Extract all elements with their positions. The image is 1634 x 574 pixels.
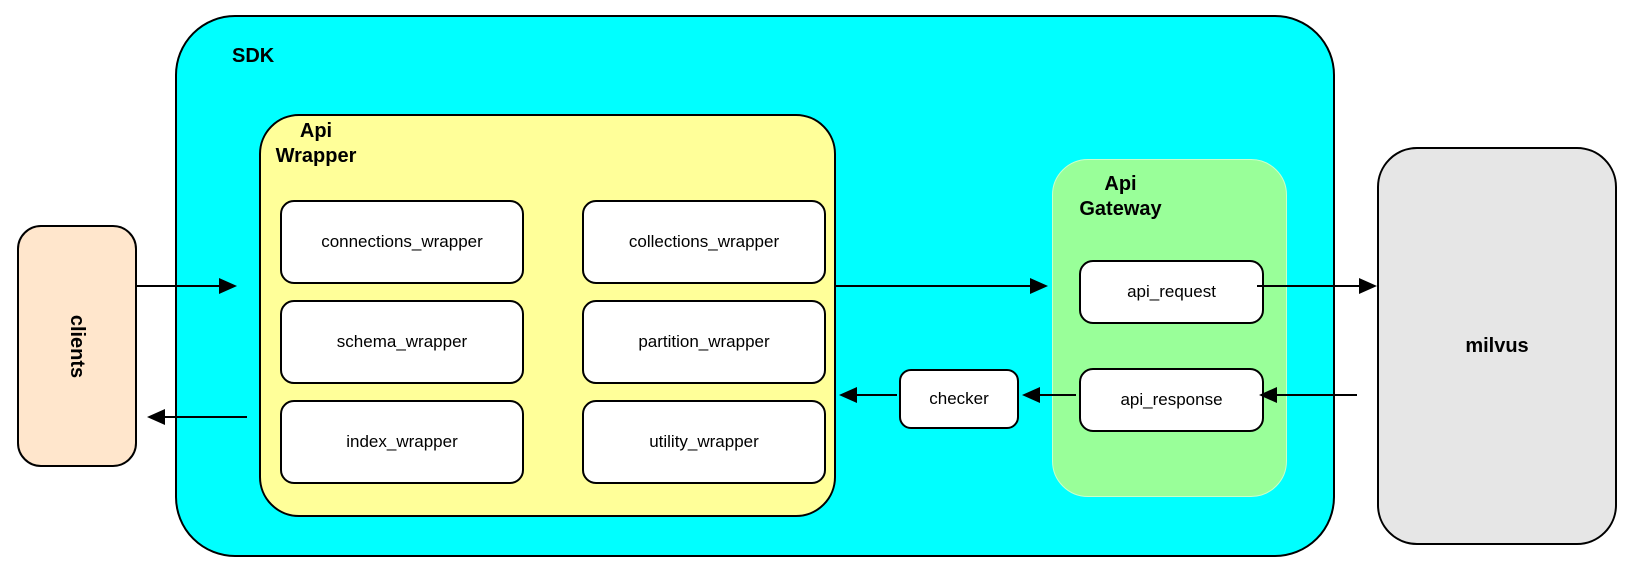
- arrow-checker-to-wrapper-line: [857, 394, 897, 396]
- utility-wrapper-node: utility_wrapper: [582, 400, 826, 484]
- api-gateway-label-line2: Gateway: [1079, 198, 1162, 220]
- sdk-label: SDK: [232, 45, 275, 67]
- api-response-label: api_response: [1120, 390, 1223, 409]
- partition-wrapper-node: partition_wrapper: [582, 300, 826, 384]
- arrow-sdk-to-clients-line: [165, 416, 247, 418]
- index-wrapper-node: index_wrapper: [280, 400, 524, 484]
- arrow-milvus-to-response-head-icon: [1259, 387, 1277, 403]
- api-gateway-label: Api Gateway: [1063, 172, 1178, 222]
- api-response-node: api_response: [1079, 368, 1264, 432]
- collections-wrapper-node: collections_wrapper: [582, 200, 826, 284]
- api-wrapper-label: Api Wrapper: [270, 119, 362, 169]
- arrow-request-to-milvus-line: [1257, 285, 1361, 287]
- arrow-wrapper-to-gateway-line: [835, 285, 1031, 287]
- api-gateway-label-line1: Api: [1104, 173, 1137, 195]
- clients-label: clients: [66, 314, 89, 378]
- collections-wrapper-label: collections_wrapper: [628, 232, 780, 251]
- checker-label: checker: [929, 389, 989, 408]
- arrow-request-to-milvus-head-icon: [1359, 278, 1377, 294]
- api-wrapper-container: Api Wrapper connections_wrapper collecti…: [259, 114, 836, 517]
- milvus-node: milvus: [1377, 147, 1617, 545]
- arrow-checker-to-wrapper-head-icon: [839, 387, 857, 403]
- checker-node: checker: [899, 369, 1019, 429]
- utility-wrapper-label: utility_wrapper: [649, 432, 759, 451]
- arrow-response-to-checker-head-icon: [1022, 387, 1040, 403]
- api-wrapper-label-line2: Wrapper: [275, 145, 357, 167]
- partition-wrapper-label: partition_wrapper: [638, 332, 770, 351]
- milvus-label: milvus: [1465, 334, 1529, 357]
- connections-wrapper-label: connections_wrapper: [321, 232, 483, 251]
- clients-node: clients: [17, 225, 137, 467]
- index-wrapper-label: index_wrapper: [346, 432, 458, 451]
- schema-wrapper-node: schema_wrapper: [280, 300, 524, 384]
- api-wrapper-label-line1: Api: [299, 120, 333, 142]
- schema-wrapper-label: schema_wrapper: [336, 332, 468, 351]
- arrow-sdk-to-clients-head-icon: [147, 409, 165, 425]
- arrow-milvus-to-response-line: [1277, 394, 1357, 396]
- arrow-wrapper-to-gateway-head-icon: [1030, 278, 1048, 294]
- arrow-clients-to-sdk-line: [137, 285, 221, 287]
- connections-wrapper-node: connections_wrapper: [280, 200, 524, 284]
- api-request-label: api_request: [1127, 282, 1216, 301]
- api-request-node: api_request: [1079, 260, 1264, 324]
- api-gateway-container: Api Gateway api_request api_response: [1052, 159, 1287, 497]
- arrow-clients-to-sdk-head-icon: [219, 278, 237, 294]
- sdk-container: SDK Api Wrapper connections_wrapper coll…: [175, 15, 1335, 557]
- arrow-response-to-checker-line: [1040, 394, 1076, 396]
